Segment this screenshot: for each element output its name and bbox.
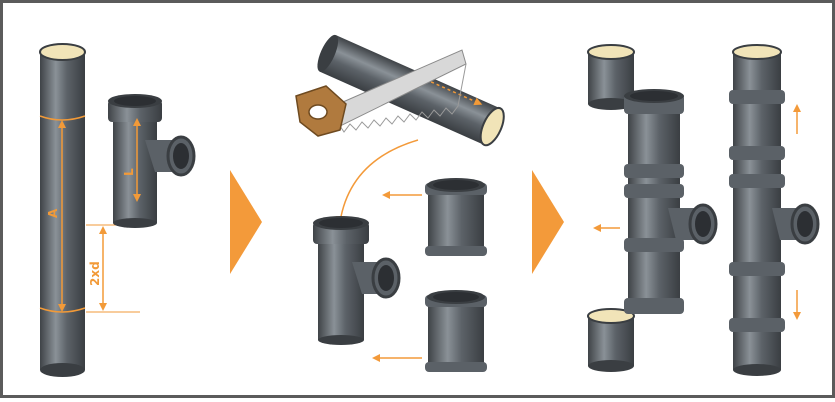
dimension-2xd: 2xd (86, 225, 140, 312)
panel-2-tee-fitting (313, 216, 399, 345)
panel-1-tee-fitting: L (108, 94, 194, 228)
flow-curve-arrow (340, 140, 418, 222)
arrow-up-icon (793, 104, 801, 134)
panel-3-assembled-left (624, 89, 716, 314)
panel-3-cut-piece-bottom (588, 309, 634, 372)
panel-2-coupler-top (425, 178, 487, 256)
dimension-2xd-label: 2xd (88, 261, 102, 286)
panel-2-coupler-bottom (425, 290, 487, 372)
panel-3-assembled-right (729, 45, 818, 376)
triangle-right-icon (532, 170, 564, 274)
arrow-down-icon (793, 290, 801, 320)
dimension-a-label: A (46, 208, 60, 218)
triangle-right-icon (230, 170, 262, 274)
dimension-l-label: L (122, 168, 136, 176)
